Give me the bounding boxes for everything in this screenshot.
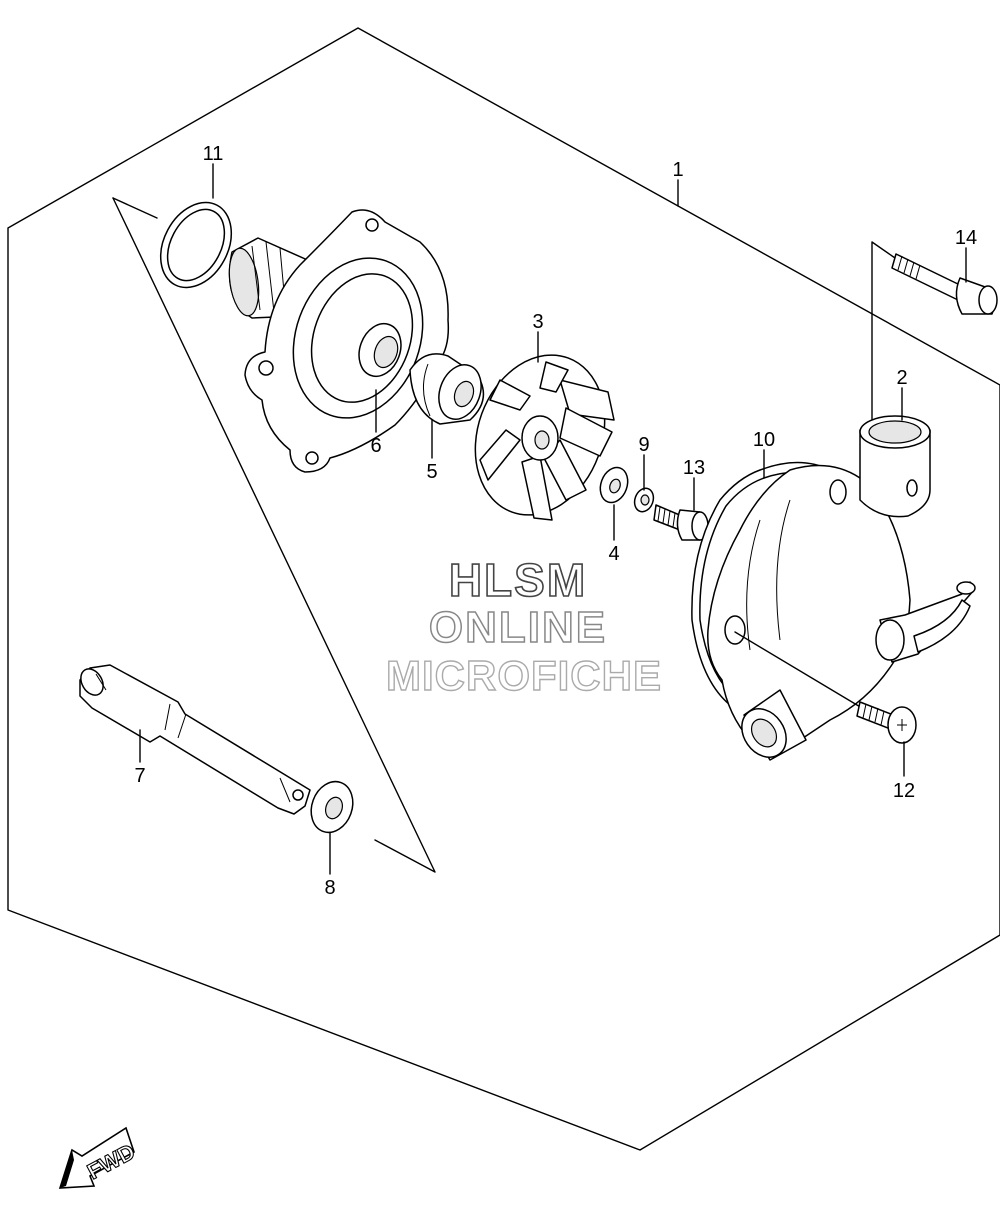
leader-lines — [139, 163, 967, 875]
callout-13: 13 — [683, 457, 705, 479]
callout-7: 7 — [134, 765, 145, 787]
bolt-part-13 — [653, 504, 709, 541]
callout-2: 2 — [896, 367, 907, 389]
washer-part-9 — [633, 487, 655, 513]
inner-group-boundary — [112, 197, 436, 873]
watermark-line-1: HLSM — [449, 554, 587, 606]
shaft-part-7 — [79, 664, 311, 815]
bolt-part-14 — [891, 253, 998, 315]
washer-part-4 — [599, 466, 629, 504]
callout-12: 12 — [893, 780, 915, 802]
callout-10: 10 — [753, 429, 775, 451]
pump-cover-part-1 — [707, 464, 976, 761]
callout-3: 3 — [532, 311, 543, 333]
impeller-part-3 — [474, 354, 615, 521]
callout-11: 11 — [203, 143, 224, 165]
o-ring-part-11 — [159, 201, 233, 289]
watermark-line-3: MICROFICHE — [386, 652, 662, 699]
watermark-line-2: ONLINE — [429, 603, 607, 652]
callout-6: 6 — [370, 435, 381, 457]
mechanical-seal-part-5 — [409, 353, 485, 425]
callout-14: 14 — [955, 227, 977, 249]
callout-4: 4 — [608, 543, 619, 565]
callout-5: 5 — [426, 461, 437, 483]
callout-1: 1 — [672, 159, 683, 181]
callout-8: 8 — [324, 877, 335, 899]
screw-part-12 — [734, 631, 917, 744]
inlet-pipe-part-2 — [829, 415, 931, 518]
callout-9: 9 — [638, 434, 649, 456]
washer-part-8 — [310, 780, 354, 834]
pump-body-part-6 — [228, 209, 450, 473]
inner-group-line-top — [112, 197, 158, 219]
fwd-arrow-icon: FWD — [58, 1126, 140, 1189]
assembly-boundary — [7, 27, 1000, 1151]
